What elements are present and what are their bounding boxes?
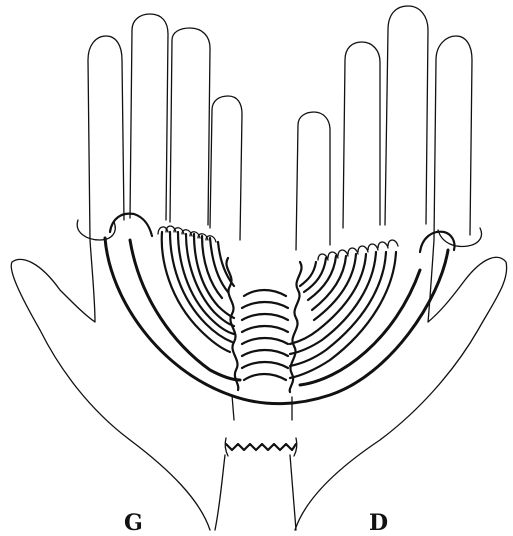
left-finger-4 [210,96,242,240]
center-rung-6 [242,350,288,356]
right-loop-top-7 [378,242,388,248]
center-right-twist [290,262,302,392]
center-rungs [242,290,288,380]
right-hand-label: D [369,512,388,534]
center-rung-7 [242,362,288,368]
right-finger-4 [296,112,330,250]
right-string-6 [312,256,346,310]
right-finger-2 [385,6,428,225]
right-loop-top-6 [368,244,378,250]
left-wrist-line [215,455,225,530]
center-rung-1 [244,290,286,296]
right-loop-top-8 [388,240,398,246]
right-string-7 [308,256,336,300]
left-finger-2 [130,14,168,220]
left-thumb-knot [110,214,152,236]
right-wrist-line [290,455,296,530]
left-lower-tick [232,395,234,420]
left-hand-label: G [124,512,143,534]
right-parallel-strings [290,252,396,378]
outer-string-loop [105,238,448,404]
right-thumb-ring [438,228,482,246]
center-rung-2 [242,302,288,308]
right-loop-top-5 [358,246,368,252]
left-finger-3 [170,28,210,225]
center-rung-5 [242,338,288,344]
center-rung-3 [242,314,288,320]
right-thumb-knot [420,232,455,252]
string-figure [105,214,455,456]
wrist-zigzag [226,444,296,450]
center-rung-4 [242,326,288,332]
right-finger-3 [343,42,380,228]
center-rung-8 [244,374,286,380]
